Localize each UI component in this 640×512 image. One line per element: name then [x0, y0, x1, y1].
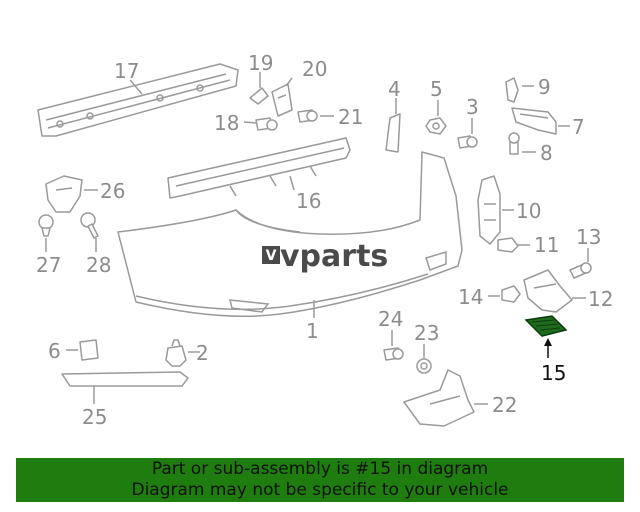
callout-28: 28: [86, 253, 111, 277]
callout-24: 24: [378, 307, 403, 331]
watermark-brand: vparts: [280, 239, 388, 274]
callout-14: 14: [458, 285, 483, 309]
callout-22: 22: [492, 393, 517, 417]
callout-3: 3: [466, 95, 479, 119]
part-16-energy-absorber[interactable]: [167, 137, 351, 199]
part-15-highlighted-bracket[interactable]: [524, 315, 568, 337]
callout-25: 25: [82, 405, 107, 429]
callout-10: 10: [516, 199, 541, 223]
callout-12: 12: [588, 287, 613, 311]
part-27-clip[interactable]: [38, 214, 54, 237]
part-20-bracket[interactable]: [271, 83, 293, 117]
callout-21: 21: [338, 105, 363, 129]
banner-line-2: Diagram may not be specific to your vehi…: [131, 480, 509, 500]
part-24-bolt[interactable]: [383, 347, 404, 361]
part-18-bolt[interactable]: [255, 117, 278, 131]
callout-15: 15: [541, 361, 566, 385]
part-17-bumper-reinforcement[interactable]: [37, 63, 239, 137]
callout-18: 18: [214, 111, 239, 135]
part-23-nut[interactable]: [416, 358, 432, 374]
part-1-bumper-cover[interactable]: [117, 151, 463, 318]
part-7-side-bracket[interactable]: [511, 107, 557, 135]
callout-26: 26: [100, 179, 125, 203]
callout-2: 2: [196, 341, 209, 365]
part-3-bolt[interactable]: [457, 135, 478, 149]
part-10-side-bracket[interactable]: [477, 175, 501, 245]
callout-23: 23: [414, 321, 439, 345]
part-11-clip[interactable]: [497, 237, 519, 253]
callout-11: 11: [534, 233, 559, 257]
callout-1: 1: [306, 319, 319, 343]
part-25-reflector-strip[interactable]: [61, 371, 189, 387]
callout-4: 4: [388, 77, 401, 101]
part-2-clip[interactable]: [165, 339, 187, 367]
part-28-screw[interactable]: [80, 212, 99, 239]
banner-line-1: Part or sub-assembly is #15 in diagram: [151, 459, 489, 479]
callout-5: 5: [430, 77, 443, 101]
callout-17: 17: [114, 59, 139, 83]
callout-20: 20: [302, 57, 327, 81]
callout-7: 7: [572, 115, 585, 139]
vparts-watermark: V vparts: [262, 239, 388, 274]
part-26-bracket[interactable]: [45, 175, 83, 213]
part-22-lower-bracket[interactable]: [403, 369, 475, 427]
part-9-clip[interactable]: [505, 77, 519, 103]
callout-16: 16: [296, 189, 321, 213]
watermark-logo-letter: V: [266, 248, 277, 264]
part-8-screw[interactable]: [508, 132, 520, 155]
callout-19: 19: [248, 51, 273, 75]
part-12-lower-bracket[interactable]: [523, 269, 573, 313]
callout-27: 27: [36, 253, 61, 277]
callout-9: 9: [538, 75, 551, 99]
part-6-pad[interactable]: [79, 339, 99, 361]
part-19-bracket[interactable]: [249, 87, 269, 105]
callout-6: 6: [48, 339, 61, 363]
part-14-clip[interactable]: [501, 285, 521, 303]
part-21-bolt[interactable]: [297, 109, 318, 123]
part-5-nut[interactable]: [425, 117, 447, 135]
part-notice-banner: Part or sub-assembly is #15 in diagram D…: [16, 458, 624, 502]
callout-8: 8: [540, 141, 553, 165]
part-13-bolt[interactable]: [569, 262, 592, 279]
callout-13: 13: [576, 225, 601, 249]
parts-diagram: 17 19 20 18 21 4 5 3: [36, 51, 613, 429]
part-4-trim-piece[interactable]: [385, 113, 401, 153]
